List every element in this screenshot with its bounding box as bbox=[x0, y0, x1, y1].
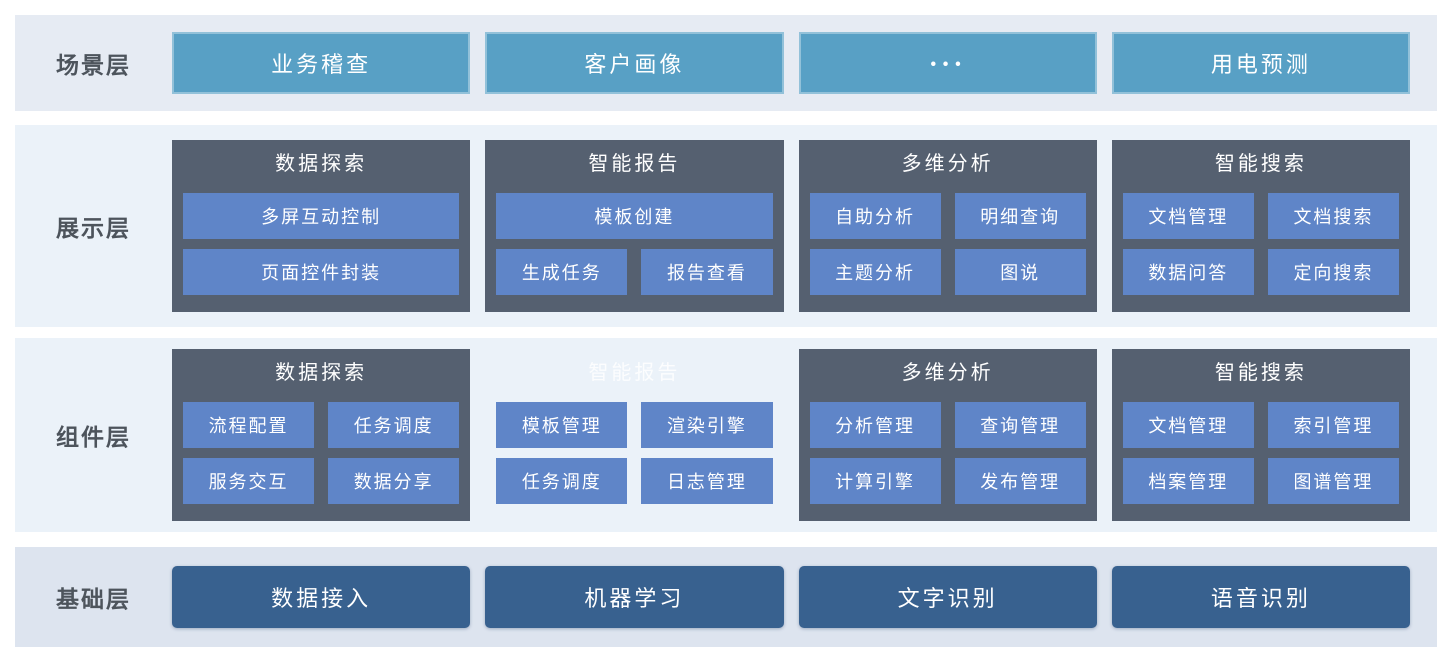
card-row: 文档管理 文档搜索 bbox=[1122, 193, 1399, 239]
scenario-box-ellipsis: ··· bbox=[798, 32, 1097, 94]
scene-layer-band: 场景层 业务稽查 客户画像 ··· 用电预测 bbox=[15, 15, 1437, 111]
card-item: 文档管理 bbox=[1122, 193, 1254, 239]
layer-label-display: 展示层 bbox=[56, 215, 131, 241]
foundation-layer-band: 基础层 数据接入 机器学习 文字识别 语音识别 bbox=[15, 547, 1437, 647]
card-item: 多屏互动控制 bbox=[183, 193, 460, 239]
card-item: 图说 bbox=[954, 249, 1086, 295]
card-row: 多屏互动控制 bbox=[183, 193, 460, 239]
foundation-box-speech: 语音识别 bbox=[1111, 566, 1410, 628]
card-item: 页面控件封装 bbox=[183, 249, 460, 295]
card-item: 索引管理 bbox=[1267, 402, 1399, 448]
card-item: 文档管理 bbox=[1122, 402, 1254, 448]
card-item: 发布管理 bbox=[954, 458, 1086, 504]
card-item: 日志管理 bbox=[641, 458, 773, 504]
card-row: 模板创建 bbox=[496, 193, 773, 239]
card-row: 流程配置 任务调度 bbox=[183, 402, 460, 448]
foundation-box-data-access: 数据接入 bbox=[172, 566, 471, 628]
component-layer-band: 组件层 数据探索 流程配置 任务调度 服务交互 数据分享 智能报告 模板管理 渲… bbox=[15, 338, 1437, 532]
card-data-exploration: 数据探索 多屏互动控制 页面控件封装 bbox=[172, 140, 471, 312]
card-title: 智能搜索 bbox=[1214, 360, 1307, 384]
scenario-box-customer-profile: 客户画像 bbox=[485, 32, 784, 94]
card-item: 定向搜索 bbox=[1267, 249, 1399, 295]
card-row: 主题分析 图说 bbox=[809, 249, 1086, 295]
layer-label-scene: 场景层 bbox=[56, 52, 131, 78]
card-multidim-analysis: 多维分析 自助分析 明细查询 主题分析 图说 bbox=[798, 140, 1097, 312]
foundation-grid: 数据接入 机器学习 文字识别 语音识别 bbox=[172, 566, 1410, 628]
layer-label-component: 组件层 bbox=[56, 424, 131, 450]
card-row: 自助分析 明细查询 bbox=[809, 193, 1086, 239]
scene-grid: 业务稽查 客户画像 ··· 用电预测 bbox=[172, 32, 1410, 94]
card-row: 分析管理 查询管理 bbox=[809, 402, 1086, 448]
card-row: 生成任务 报告查看 bbox=[496, 249, 773, 295]
card-row: 任务调度 日志管理 bbox=[496, 458, 773, 504]
card-item: 数据分享 bbox=[328, 458, 460, 504]
card-title: 智能报告 bbox=[588, 151, 681, 175]
card-item: 分析管理 bbox=[809, 402, 941, 448]
foundation-box-machine-learning: 机器学习 bbox=[485, 566, 784, 628]
card-title: 数据探索 bbox=[275, 151, 368, 175]
card-data-exploration: 数据探索 流程配置 任务调度 服务交互 数据分享 bbox=[172, 349, 471, 521]
scenario-box-power-forecast: 用电预测 bbox=[1111, 32, 1410, 94]
component-grid: 数据探索 流程配置 任务调度 服务交互 数据分享 智能报告 模板管理 渲染引擎 … bbox=[172, 349, 1410, 521]
card-row: 计算引擎 发布管理 bbox=[809, 458, 1086, 504]
card-smart-report: 智能报告 模板创建 生成任务 报告查看 bbox=[485, 140, 784, 312]
card-row: 页面控件封装 bbox=[183, 249, 460, 295]
card-title: 数据探索 bbox=[275, 360, 368, 384]
card-item: 数据问答 bbox=[1122, 249, 1254, 295]
card-item: 流程配置 bbox=[183, 402, 315, 448]
card-smart-search: 智能搜索 文档管理 文档搜索 数据问答 定向搜索 bbox=[1111, 140, 1410, 312]
card-title: 智能报告 bbox=[588, 360, 681, 384]
card-item: 任务调度 bbox=[496, 458, 628, 504]
card-title: 多维分析 bbox=[901, 151, 994, 175]
layer-label-foundation: 基础层 bbox=[56, 586, 131, 612]
card-item: 模板管理 bbox=[496, 402, 628, 448]
card-item: 明细查询 bbox=[954, 193, 1086, 239]
card-row: 服务交互 数据分享 bbox=[183, 458, 460, 504]
card-row: 模板管理 渲染引擎 bbox=[496, 402, 773, 448]
card-row: 文档管理 索引管理 bbox=[1122, 402, 1399, 448]
card-smart-report-ghost: 智能报告 模板管理 渲染引擎 任务调度 日志管理 bbox=[485, 349, 783, 521]
card-item: 主题分析 bbox=[809, 249, 941, 295]
card-item: 计算引擎 bbox=[809, 458, 941, 504]
card-item: 渲染引擎 bbox=[641, 402, 773, 448]
display-grid: 数据探索 多屏互动控制 页面控件封装 智能报告 模板创建 生成任务 报告查看 bbox=[172, 140, 1410, 312]
card-smart-search: 智能搜索 文档管理 索引管理 档案管理 图谱管理 bbox=[1111, 349, 1410, 521]
card-item: 查询管理 bbox=[954, 402, 1086, 448]
card-item: 档案管理 bbox=[1122, 458, 1254, 504]
card-item: 自助分析 bbox=[809, 193, 941, 239]
card-title: 智能搜索 bbox=[1214, 151, 1307, 175]
card-item: 模板创建 bbox=[496, 193, 773, 239]
card-item: 图谱管理 bbox=[1267, 458, 1399, 504]
card-row: 档案管理 图谱管理 bbox=[1122, 458, 1399, 504]
card-item: 服务交互 bbox=[183, 458, 315, 504]
card-item: 报告查看 bbox=[641, 249, 773, 295]
card-item: 任务调度 bbox=[328, 402, 460, 448]
card-multidim-analysis: 多维分析 分析管理 查询管理 计算引擎 发布管理 bbox=[798, 349, 1097, 521]
card-row: 数据问答 定向搜索 bbox=[1122, 249, 1399, 295]
card-item: 生成任务 bbox=[496, 249, 628, 295]
display-layer-band: 展示层 数据探索 多屏互动控制 页面控件封装 智能报告 模板创建 生成任务 报告… bbox=[15, 125, 1437, 327]
scenario-box-audit: 业务稽查 bbox=[172, 32, 471, 94]
card-title: 多维分析 bbox=[901, 360, 994, 384]
foundation-box-ocr: 文字识别 bbox=[798, 566, 1097, 628]
card-item: 文档搜索 bbox=[1267, 193, 1399, 239]
